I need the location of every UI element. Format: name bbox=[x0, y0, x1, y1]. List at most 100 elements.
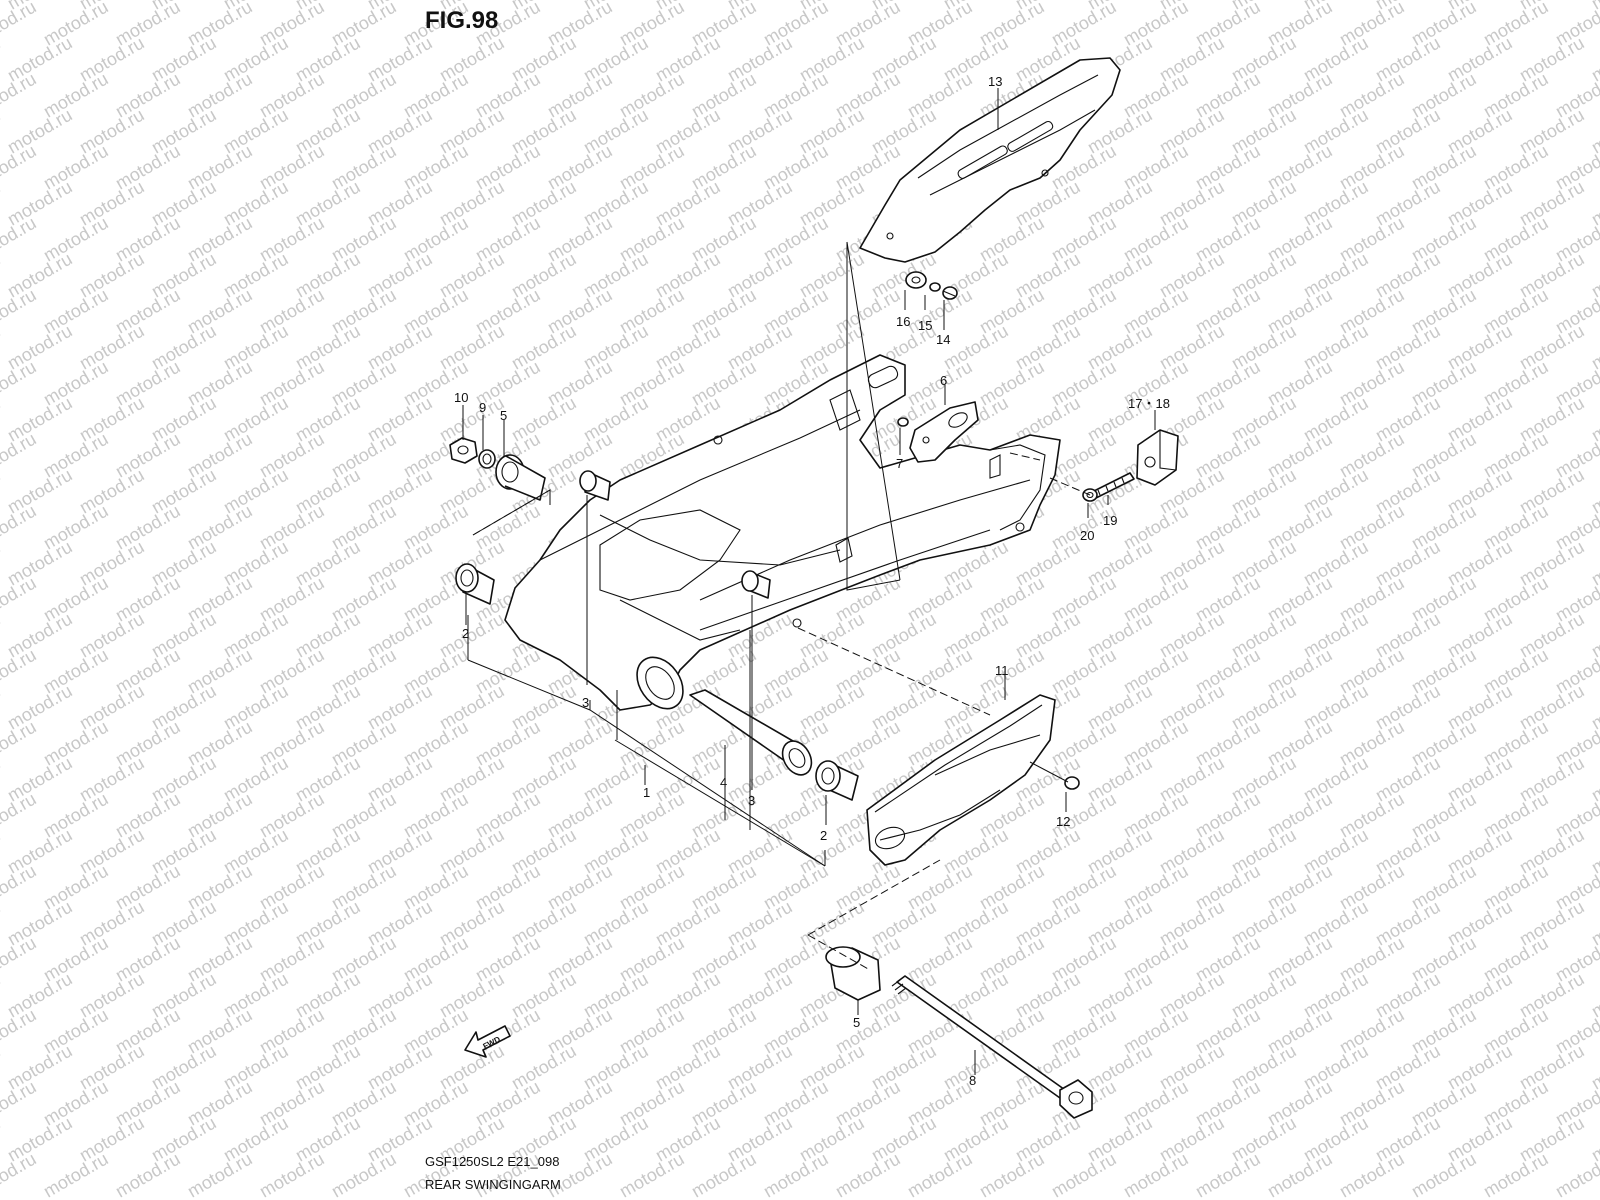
watermark-text: motod.ru bbox=[0, 825, 4, 878]
watermark-text: motod.ru bbox=[0, 69, 40, 122]
part-1-swingarm[interactable] bbox=[504, 354, 1061, 717]
part-12-screw[interactable] bbox=[1064, 776, 1080, 790]
watermark-text: motod.ru bbox=[0, 609, 4, 662]
watermark-text: motod.ru bbox=[0, 1005, 40, 1058]
watermark-text: motod.ru bbox=[0, 357, 40, 410]
assembly-name: REAR SWINGINGARM bbox=[425, 1177, 561, 1192]
watermark-text: motod.ru bbox=[0, 789, 40, 842]
watermark-text: motod.ru bbox=[0, 33, 4, 86]
callout-11: 11 bbox=[995, 663, 1009, 678]
watermark-text: motod.ru bbox=[0, 933, 40, 986]
watermark-text: motod.ru bbox=[1192, 1149, 1264, 1200]
callout-labels: 1 2 2 3 3 4 5 5 6 7 8 9 10 11 12 13 14 1… bbox=[454, 74, 1170, 1088]
watermark-text: motod.ru bbox=[904, 1149, 976, 1200]
part-5-pivot-collar-lower[interactable] bbox=[825, 946, 881, 1001]
watermark-text: motod.ru bbox=[760, 1149, 832, 1200]
part-14-bolt[interactable] bbox=[942, 286, 958, 300]
watermark-text: motod.ru bbox=[1408, 1149, 1480, 1200]
callout-15: 15 bbox=[918, 318, 932, 333]
callout-17-18: 17・18 bbox=[1128, 396, 1170, 411]
callout-13: 13 bbox=[988, 74, 1002, 89]
watermark-text: motod.ru bbox=[1480, 1149, 1552, 1200]
watermark-text: motod.ru bbox=[0, 537, 4, 590]
part-7-bolt[interactable] bbox=[897, 417, 909, 427]
watermark-text: motod.ru bbox=[0, 321, 4, 374]
callout-16: 16 bbox=[896, 314, 910, 329]
callout-6: 6 bbox=[940, 373, 947, 388]
part-2-bearing-left[interactable] bbox=[455, 563, 495, 605]
watermark-text: motod.ru bbox=[40, 1149, 112, 1200]
watermark-text: motod.ru bbox=[0, 753, 4, 806]
part-11-chain-buffer[interactable] bbox=[866, 694, 1056, 866]
callout-19: 19 bbox=[1103, 513, 1117, 528]
watermark-text: motod.ru bbox=[832, 1149, 904, 1200]
part-10-nut[interactable] bbox=[449, 437, 478, 464]
part-17-18-chain-adjuster[interactable] bbox=[1136, 429, 1179, 486]
watermark-text: motod.ru bbox=[0, 861, 40, 914]
watermark-text: motod.ru bbox=[1264, 1149, 1336, 1200]
watermark-text: motod.ru bbox=[0, 1041, 4, 1094]
callout-3-middle: 3 bbox=[748, 793, 755, 808]
callout-4: 4 bbox=[720, 775, 727, 790]
model-code: GSF1250SL2 E21_098 bbox=[425, 1154, 559, 1169]
watermark-text: motod.ru bbox=[0, 1149, 40, 1200]
watermark-text: motod.ru bbox=[0, 501, 40, 554]
callout-20: 20 bbox=[1080, 528, 1094, 543]
callout-5-upper: 5 bbox=[500, 408, 507, 423]
watermark-text: motod.ru bbox=[0, 393, 4, 446]
callout-10: 10 bbox=[454, 390, 468, 405]
watermark-text: motod.ru bbox=[976, 1149, 1048, 1200]
watermark-text: motod.ru bbox=[0, 645, 40, 698]
callout-14: 14 bbox=[936, 332, 950, 347]
watermark-text: motod.ru bbox=[0, 717, 40, 770]
part-5-pivot-collar-upper[interactable] bbox=[495, 454, 546, 501]
part-16-collar[interactable] bbox=[905, 271, 927, 289]
watermark-text: motod.ru bbox=[256, 1149, 328, 1200]
watermark-text: motod.ru bbox=[0, 249, 4, 302]
watermark-text: motod.ru bbox=[0, 105, 4, 158]
watermark-text: motod.ru bbox=[0, 429, 40, 482]
watermark-text: motod.ru bbox=[688, 1149, 760, 1200]
watermark-text: motod.ru bbox=[0, 465, 4, 518]
fwd-arrow-icon: FWD bbox=[464, 1025, 511, 1058]
part-15-washer[interactable] bbox=[929, 282, 941, 292]
callout-1: 1 bbox=[643, 785, 650, 800]
part-13-chain-guard[interactable] bbox=[859, 57, 1121, 263]
watermark-text: motod.ru bbox=[0, 213, 40, 266]
callout-3-upper: 3 bbox=[582, 695, 589, 710]
watermark-text: motod.ru bbox=[0, 0, 40, 49]
watermark-text: motod.ru bbox=[0, 897, 4, 950]
part-3-bearing-upper[interactable] bbox=[579, 470, 611, 501]
callout-5-lower: 5 bbox=[853, 1015, 860, 1030]
watermark-text: motod.ru bbox=[0, 969, 4, 1022]
figure-title: FIG.98 bbox=[425, 7, 498, 34]
part-3-bearing-middle[interactable] bbox=[741, 570, 771, 599]
callout-2-left: 2 bbox=[462, 626, 469, 641]
watermark-text: motod.ru bbox=[616, 1149, 688, 1200]
part-8-pivot-shaft[interactable] bbox=[891, 975, 1093, 1119]
watermark-text: motod.ru bbox=[0, 141, 40, 194]
callout-2-right: 2 bbox=[820, 828, 827, 843]
watermark-text: motod.ru bbox=[1120, 1149, 1192, 1200]
watermark-text: motod.ru bbox=[328, 1149, 400, 1200]
leader-lines bbox=[462, 88, 1156, 1075]
watermark-text: motod.ru bbox=[1336, 1149, 1408, 1200]
callout-8: 8 bbox=[969, 1073, 976, 1088]
part-6-plate[interactable] bbox=[909, 401, 979, 463]
part-9-washer[interactable] bbox=[478, 449, 496, 469]
watermark-text: motod.ru bbox=[0, 177, 4, 230]
part-2-bearing-right[interactable] bbox=[815, 760, 859, 801]
watermark-text: motod.ru bbox=[0, 285, 40, 338]
watermark-text: motod.ru bbox=[0, 573, 40, 626]
watermark-text: motod.ru bbox=[1048, 1149, 1120, 1200]
part-4-spacer-tube[interactable] bbox=[689, 689, 817, 780]
callout-9: 9 bbox=[479, 400, 486, 415]
watermark-text: motod.ru bbox=[0, 1077, 40, 1130]
callout-12: 12 bbox=[1056, 814, 1070, 829]
callout-7: 7 bbox=[896, 456, 903, 471]
watermark-text: motod.ru bbox=[184, 1149, 256, 1200]
watermark-text: motod.ru bbox=[112, 1149, 184, 1200]
watermark-text: motod.ru bbox=[0, 681, 4, 734]
watermark-text: motod.ru bbox=[0, 1113, 4, 1166]
